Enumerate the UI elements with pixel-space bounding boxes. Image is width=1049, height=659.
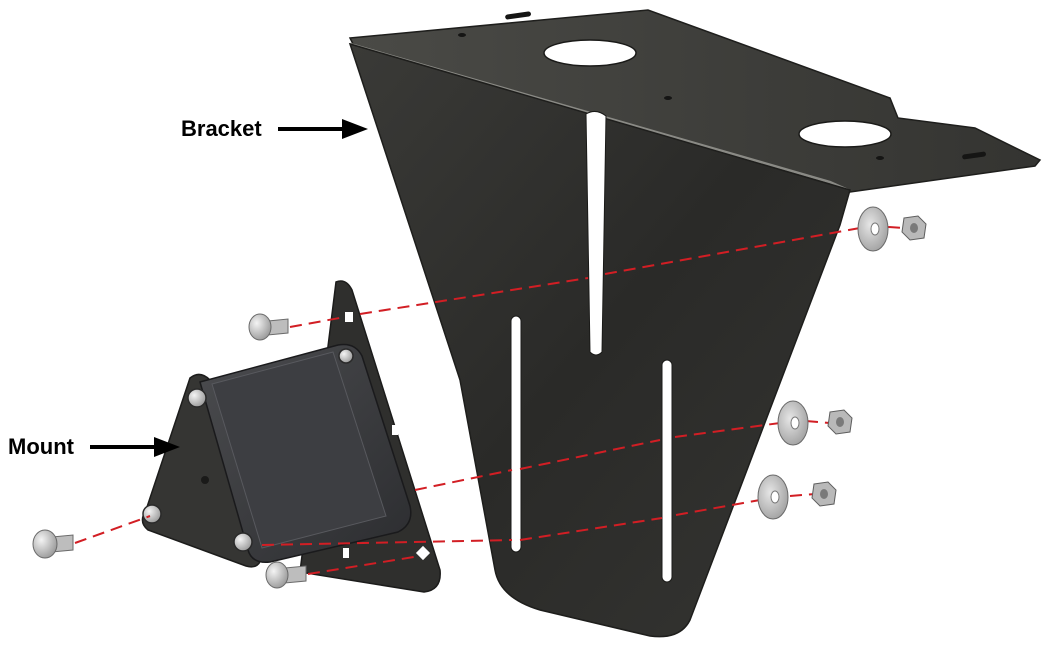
bracket-slot-right [661,359,673,583]
mount-hole [201,476,209,484]
triangular-mount [141,280,441,593]
bracket-hole-large-1 [543,39,637,67]
bracket-slot-top [962,151,986,160]
mount-cutout [343,548,349,558]
bracket-hole-large-2 [798,120,892,148]
bracket-slot-left [510,315,522,553]
button-head-screw [265,561,307,589]
button-head-screw [32,529,74,559]
assembly-leader-lines [74,226,906,575]
mount-label: Mount [8,434,74,459]
bracket-center-slot [585,110,607,356]
bracket-label: Bracket [181,116,262,141]
mount-corner-screws [142,348,354,552]
mount-cutout [345,312,353,322]
bracket-plate [348,9,1042,638]
mount-callout-arrow [90,437,180,457]
hex-nut [811,481,837,507]
hex-nut [827,409,853,435]
mount-cutout [392,425,398,435]
flat-washer [857,206,889,252]
bracket-slot-top [505,11,531,20]
bracket-hole-small [876,156,884,160]
flat-washer [757,474,789,520]
mount-front-plate [141,373,263,568]
bracket-hole-small [458,33,466,37]
button-head-screw [248,313,289,341]
mount-enclosure-face [211,351,387,549]
bracket-callout-arrow [278,119,368,139]
mount-cutout [415,545,431,561]
flat-washer [777,400,809,446]
hex-nut [901,215,927,241]
bracket-hole-small [664,96,672,100]
